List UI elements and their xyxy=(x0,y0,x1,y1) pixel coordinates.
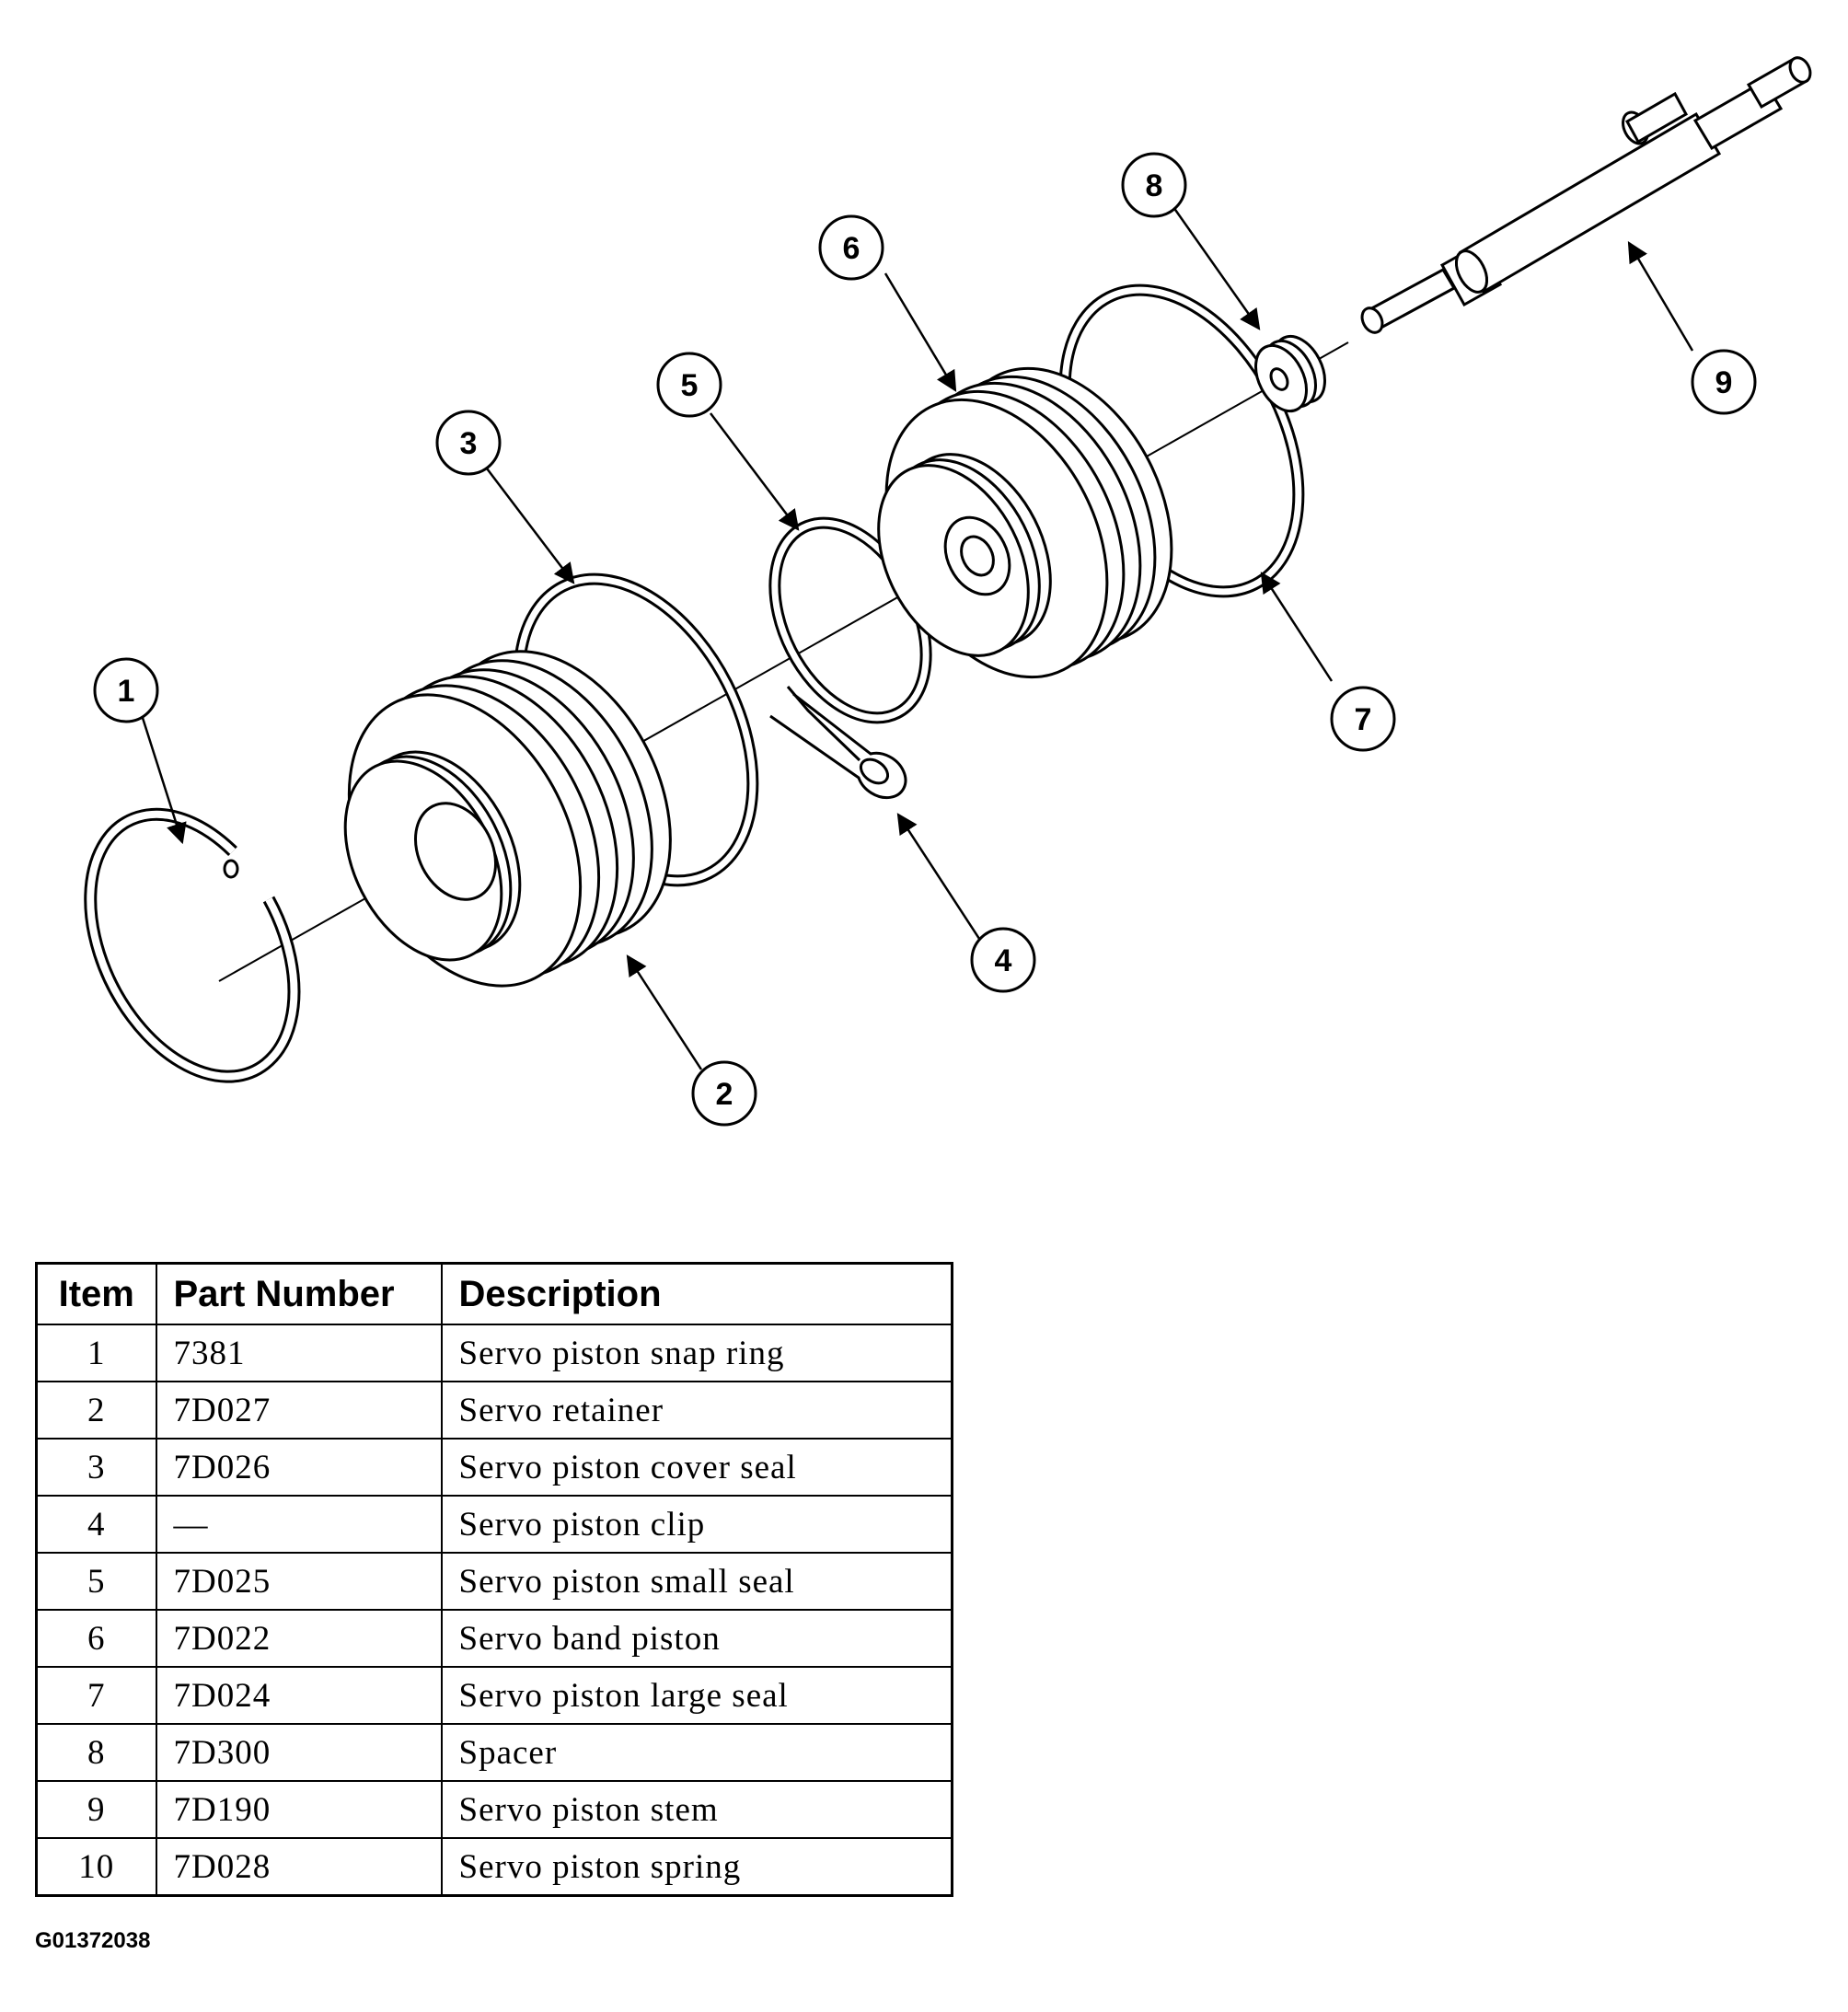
part-spacer xyxy=(1254,334,1326,413)
callout-8: 8 xyxy=(1121,152,1187,218)
callout-2: 2 xyxy=(691,1060,757,1127)
callout-1: 1 xyxy=(93,657,159,723)
table-row: 1 7381 Servo piston snap ring xyxy=(35,1324,953,1382)
callout-label: 8 xyxy=(1146,168,1163,203)
callout-7: 7 xyxy=(1330,686,1396,752)
header-description: Description xyxy=(440,1262,953,1325)
description-cell: Servo piston clip xyxy=(440,1495,953,1554)
part-number-cell: — xyxy=(155,1495,443,1554)
description-cell: Servo band piston xyxy=(440,1609,953,1668)
table-header-row: Item Part Number Description xyxy=(35,1262,953,1325)
header-part-number: Part Number xyxy=(155,1262,443,1325)
callout-6: 6 xyxy=(818,214,884,281)
item-cell: 9 xyxy=(35,1780,157,1839)
callout-label: 6 xyxy=(843,231,860,266)
callout-label: 9 xyxy=(1715,365,1733,400)
callout-label: 1 xyxy=(118,674,135,709)
part-piston-clip xyxy=(769,686,907,800)
leader-arrows xyxy=(141,206,1694,1070)
table-row: 3 7D026 Servo piston cover seal xyxy=(35,1438,953,1497)
table-row: 6 7D022 Servo band piston xyxy=(35,1609,953,1668)
item-cell: 6 xyxy=(35,1609,157,1668)
part-band-piston xyxy=(877,366,1173,679)
header-item: Item xyxy=(35,1262,157,1325)
part-number-cell: 7D190 xyxy=(155,1780,443,1839)
part-number-cell: 7D026 xyxy=(155,1438,443,1497)
callout-3: 3 xyxy=(435,410,502,476)
table-row: 2 7D027 Servo retainer xyxy=(35,1381,953,1440)
part-number-cell: 7D300 xyxy=(155,1723,443,1782)
description-cell: Servo piston small seal xyxy=(440,1552,953,1611)
table-row: 5 7D025 Servo piston small seal xyxy=(35,1552,953,1611)
table-row: 9 7D190 Servo piston stem xyxy=(35,1780,953,1839)
item-cell: 4 xyxy=(35,1495,157,1554)
callout-label: 4 xyxy=(995,943,1012,978)
callout-9: 9 xyxy=(1691,349,1757,415)
table-row: 8 7D300 Spacer xyxy=(35,1723,953,1782)
part-number-cell: 7D025 xyxy=(155,1552,443,1611)
callout-5: 5 xyxy=(656,352,722,418)
table-row: 10 7D028 Servo piston spring xyxy=(35,1837,953,1897)
part-number-cell: 7D022 xyxy=(155,1609,443,1668)
item-cell: 7 xyxy=(35,1666,157,1725)
table-row: 4 — Servo piston clip xyxy=(35,1495,953,1554)
description-cell: Servo piston stem xyxy=(440,1780,953,1839)
table-row: 7 7D024 Servo piston large seal xyxy=(35,1666,953,1725)
description-cell: Spacer xyxy=(440,1723,953,1782)
part-number-cell: 7381 xyxy=(155,1324,443,1382)
callout-4: 4 xyxy=(970,927,1036,993)
item-cell: 10 xyxy=(35,1837,157,1897)
callout-label: 3 xyxy=(460,426,478,461)
item-cell: 3 xyxy=(35,1438,157,1497)
item-cell: 5 xyxy=(35,1552,157,1611)
part-servo-retainer xyxy=(343,650,672,988)
part-piston-stem xyxy=(1360,56,1812,334)
parts-table: Item Part Number Description 1 7381 Serv… xyxy=(35,1262,953,1897)
part-number-cell: 7D028 xyxy=(155,1837,443,1897)
exploded-view-diagram: 1 2 3 4 5 6 7 8 9 xyxy=(84,56,1812,1127)
description-cell: Servo retainer xyxy=(440,1381,953,1440)
description-cell: Servo piston cover seal xyxy=(440,1438,953,1497)
callout-label: 2 xyxy=(716,1077,733,1112)
description-cell: Servo piston snap ring xyxy=(440,1324,953,1382)
part-number-cell: 7D027 xyxy=(155,1381,443,1440)
description-cell: Servo piston large seal xyxy=(440,1666,953,1725)
callout-label: 5 xyxy=(681,368,699,403)
figure-code: G01372038 xyxy=(35,1928,151,1953)
item-cell: 1 xyxy=(35,1324,157,1382)
callout-label: 7 xyxy=(1355,702,1372,737)
part-number-cell: 7D024 xyxy=(155,1666,443,1725)
item-cell: 2 xyxy=(35,1381,157,1440)
description-cell: Servo piston spring xyxy=(440,1837,953,1897)
item-cell: 8 xyxy=(35,1723,157,1782)
part-snap-ring xyxy=(84,807,301,1083)
